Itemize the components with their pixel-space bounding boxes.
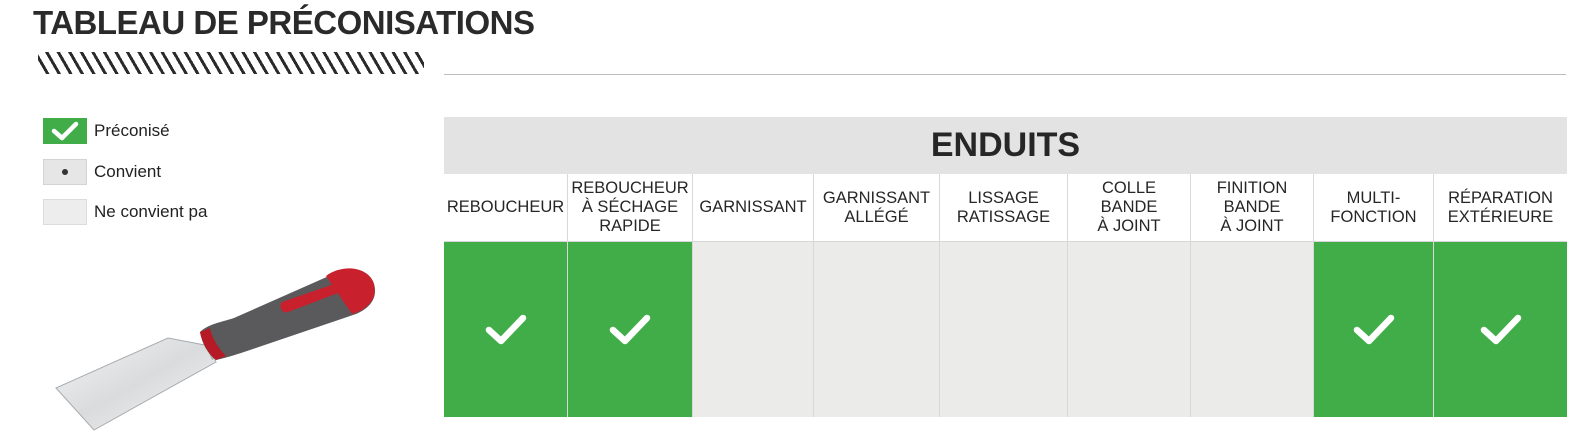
check-icon (51, 121, 79, 141)
table-column: FINITION BANDE À JOINT (1191, 174, 1314, 417)
check-icon (485, 314, 526, 344)
column-header: REBOUCHEUR (444, 174, 567, 241)
table-column: COLLE BANDE À JOINT (1068, 174, 1191, 417)
page-title: TABLEAU DE PRÉCONISATIONS (33, 4, 535, 41)
column-header: GARNISSANT (693, 174, 813, 241)
table-header: ENDUITS (444, 117, 1567, 174)
column-header: GARNISSANT ALLÉGÉ (814, 174, 939, 241)
column-header: LISSAGE RATISSAGE (940, 174, 1067, 241)
rating-cell (444, 241, 567, 417)
legend-item-recommended: Préconisé (43, 118, 170, 144)
legend-item-suitable: Convient (43, 159, 161, 185)
column-header: FINITION BANDE À JOINT (1191, 174, 1313, 241)
rating-cell (1068, 241, 1190, 417)
rating-cell (693, 241, 813, 417)
table-column: LISSAGE RATISSAGE (940, 174, 1068, 417)
hatch-decoration (38, 52, 424, 74)
table-column: MULTI- FONCTION (1314, 174, 1434, 417)
check-icon (609, 314, 651, 344)
table-column: REBOUCHEUR À SÉCHAGE RAPIDE (568, 174, 693, 417)
column-header: COLLE BANDE À JOINT (1068, 174, 1190, 241)
rating-cell (940, 241, 1067, 417)
table-column: REBOUCHEUR (444, 174, 568, 417)
legend-swatch-not-suitable (43, 199, 87, 225)
rating-cell (568, 241, 692, 417)
legend-item-not-suitable: Ne convient pa (43, 199, 207, 225)
check-icon (1353, 314, 1394, 344)
column-header: MULTI- FONCTION (1314, 174, 1433, 241)
legend-label-not-suitable: Ne convient pa (94, 202, 208, 221)
legend-label-suitable: Convient (94, 162, 162, 181)
table-column: GARNISSANT ALLÉGÉ (814, 174, 940, 417)
table-column: GARNISSANT (693, 174, 814, 417)
legend-label-recommended: Préconisé (94, 121, 170, 140)
legend-swatch-recommended (43, 118, 87, 144)
dot-icon (62, 169, 68, 175)
legend-swatch-suitable (43, 159, 87, 185)
rating-cell (1434, 241, 1567, 417)
scraper-tool-image (55, 268, 376, 431)
check-icon (1480, 314, 1521, 344)
divider-line (444, 74, 1566, 75)
table-column: RÉPARATION EXTÉRIEURE (1434, 174, 1567, 417)
column-header: RÉPARATION EXTÉRIEURE (1434, 174, 1567, 241)
column-header: REBOUCHEUR À SÉCHAGE RAPIDE (568, 174, 692, 241)
rating-cell (1314, 241, 1433, 417)
rating-cell (814, 241, 939, 417)
rating-cell (1191, 241, 1313, 417)
